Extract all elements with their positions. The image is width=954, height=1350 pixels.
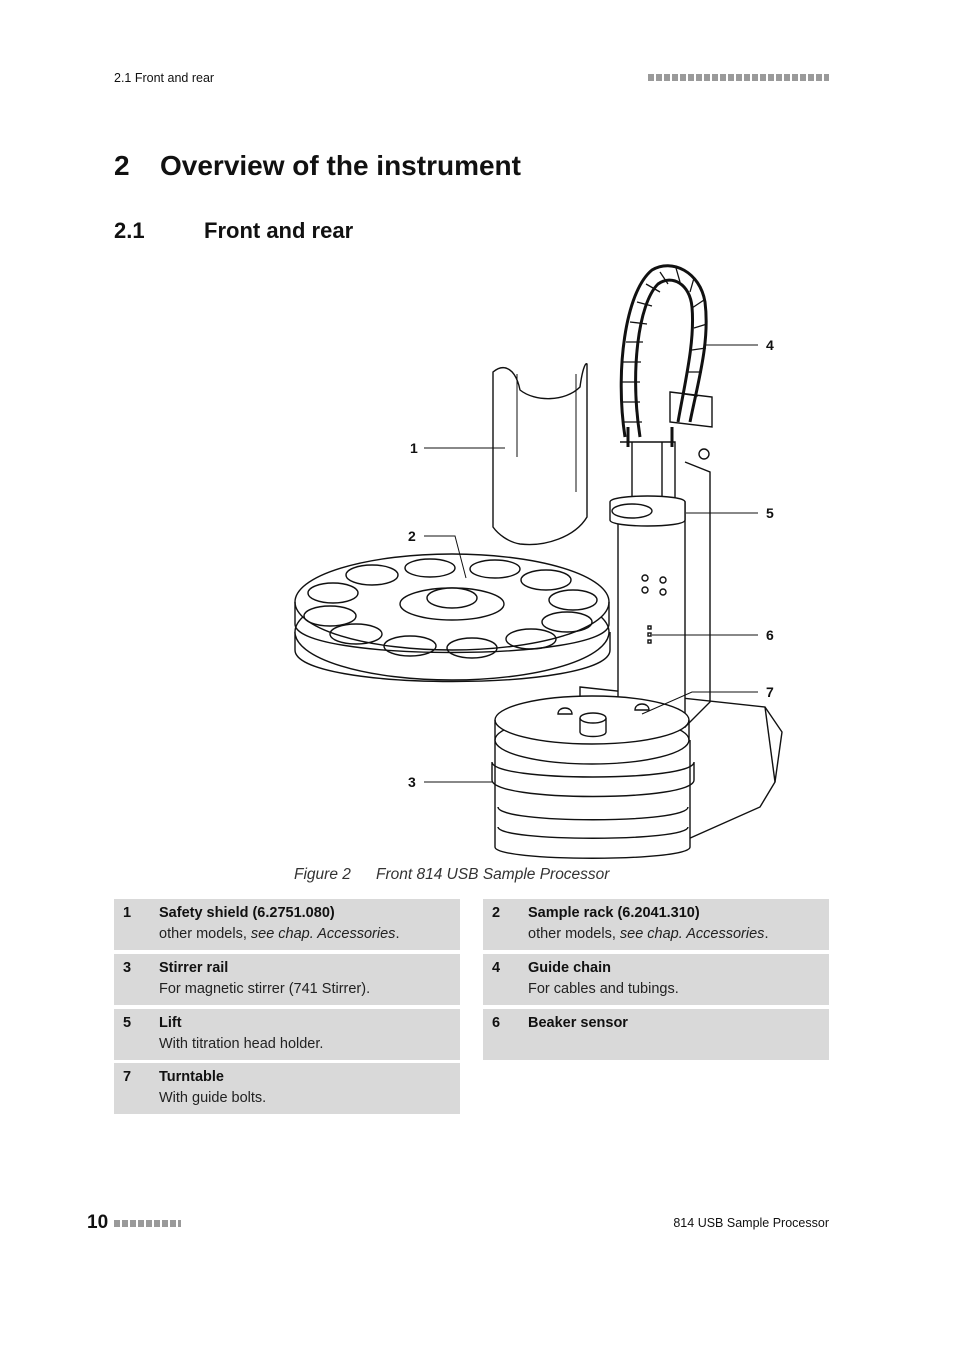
- section-title: 2.1 Front and rear: [114, 218, 353, 244]
- callout-label: 4: [766, 337, 774, 353]
- running-footer: 814 USB Sample Processor: [673, 1216, 829, 1230]
- section-number: 2.1: [114, 218, 145, 243]
- callout-label: 1: [410, 440, 418, 456]
- legend-item: 2 Sample rack (6.2041.310) other models,…: [483, 899, 829, 950]
- legend-item: 6 Beaker sensor: [483, 1009, 829, 1060]
- callout-label: 3: [408, 774, 416, 790]
- legend-title: Stirrer rail: [159, 960, 229, 976]
- chapter-title-text: Overview of the instrument: [160, 150, 521, 181]
- header-dots-decoration: [648, 74, 829, 81]
- legend-item: 7 Turntable With guide bolts.: [114, 1063, 460, 1114]
- legend-number: 2: [492, 905, 501, 921]
- legend-item: 5 Lift With titration head holder.: [114, 1009, 460, 1060]
- legend-number: 4: [492, 960, 501, 976]
- callout-label: 6: [766, 627, 774, 643]
- footer-dots-decoration: [114, 1220, 181, 1227]
- legend-description: other models, see chap. Accessories.: [159, 926, 400, 942]
- legend-title: Guide chain: [528, 960, 611, 976]
- legend-item: 4 Guide chain For cables and tubings.: [483, 954, 829, 1005]
- legend-description: For magnetic stirrer (741 Stirrer).: [159, 981, 371, 997]
- legend-number: 6: [492, 1015, 501, 1031]
- legend-title: Beaker sensor: [528, 1015, 628, 1031]
- running-header: 2.1 Front and rear: [114, 71, 215, 85]
- callout-label: 2: [408, 528, 416, 544]
- callout-label: 5: [766, 505, 774, 521]
- section-title-text: Front and rear: [204, 218, 354, 243]
- chapter-number: 2: [114, 150, 130, 181]
- instrument-illustration: 1 2 3 4 5 6 7: [294, 264, 783, 859]
- legend-description: With titration head holder.: [159, 1036, 324, 1052]
- legend-title: Lift: [159, 1015, 182, 1031]
- legend-number: 5: [123, 1015, 132, 1031]
- callout-label: 7: [766, 684, 774, 700]
- legend-description: With guide bolts.: [159, 1090, 267, 1106]
- legend-item: 3 Stirrer rail For magnetic stirrer (741…: [114, 954, 460, 1005]
- legend-description: other models, see chap. Accessories.: [528, 926, 769, 942]
- page-number: 10: [87, 1212, 109, 1233]
- figure-label: Figure 2: [294, 866, 351, 883]
- legend-item: 1 Safety shield (6.2751.080) other model…: [114, 899, 460, 950]
- legend-number: 7: [123, 1069, 132, 1085]
- legend-description: For cables and tubings.: [528, 981, 679, 997]
- legend-number: 3: [123, 960, 132, 976]
- chapter-title: 2 Overview of the instrument: [114, 150, 521, 182]
- legend-title: Turntable: [159, 1069, 224, 1085]
- legend-title: Safety shield (6.2751.080): [159, 905, 335, 921]
- legend-number: 1: [123, 905, 132, 921]
- legend-title: Sample rack (6.2041.310): [528, 905, 700, 921]
- figure-caption: Figure 2 Front 814 USB Sample Processor: [294, 866, 609, 884]
- figure-caption-text: Front 814 USB Sample Processor: [376, 866, 610, 883]
